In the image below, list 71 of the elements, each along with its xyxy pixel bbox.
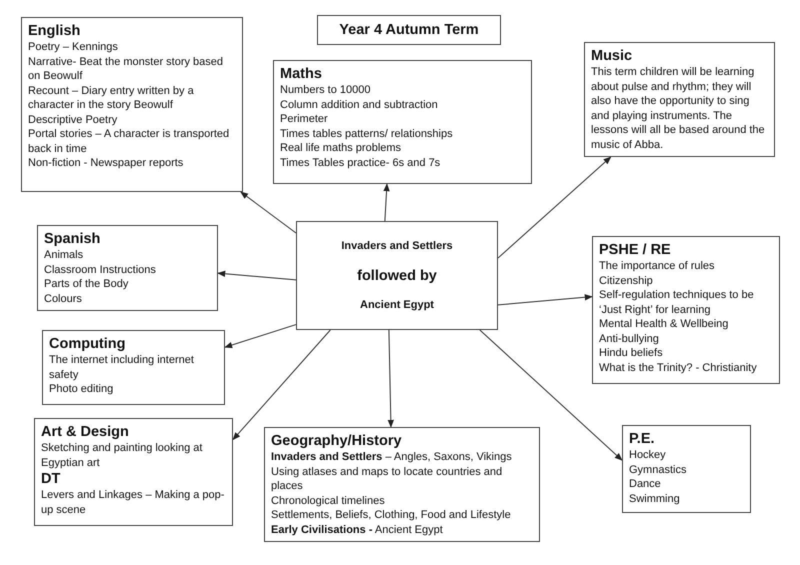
list-item: Photo editing <box>49 382 114 396</box>
list-item: Colours <box>44 292 83 306</box>
list-item: Hindu beliefs <box>599 346 664 360</box>
arrow <box>498 294 593 306</box>
list-item: Invaders and Settlers – Angles, Saxons, Vikings <box>271 450 513 464</box>
list-item: Anti-bullying <box>599 332 660 346</box>
subject-heading: Maths <box>280 65 323 83</box>
list-item: Settlements, Beliefs, Clothing, Food and Lifestyle <box>271 508 512 522</box>
subject-box <box>273 60 532 184</box>
list-item: Sketching and painting looking at Egyptian art <box>41 441 204 470</box>
subject-heading: English <box>28 22 82 40</box>
list-item: Times tables patterns/ relationships <box>280 126 454 141</box>
list-item: Parts of the Body <box>44 277 130 292</box>
arrow <box>240 192 296 234</box>
subject-heading: Spanish <box>44 230 102 248</box>
list-item: Portal stories – A character is transported back in time <box>28 127 230 156</box>
list-item: Descriptive Poetry <box>28 112 118 127</box>
list-item: Narrative- Beat the monster story based on Beowulf <box>28 54 224 84</box>
list-item: What is the Trinity? - Christianity <box>599 360 758 375</box>
list-item: Animals <box>44 248 84 262</box>
list-item: Early Civilisations - Ancient Egypt <box>271 522 444 537</box>
list-item: Times Tables practice- 6s and 7s <box>280 156 442 170</box>
subject-heading: Geography/History <box>271 432 403 450</box>
topic-text: followed by <box>356 266 438 284</box>
list-item: Hockey <box>629 448 667 462</box>
subject-heading: DT <box>41 470 62 488</box>
list-item: Perimeter <box>280 112 329 126</box>
list-item: Swimming <box>629 492 681 506</box>
subject-heading: Computing <box>49 335 127 353</box>
list-item: This term children will be learning about pulse and rhythm; they will also have the opportunity to sing and playing instruments. The lessons will all be based around the music of Abba. <box>591 65 766 152</box>
arrow <box>217 270 296 280</box>
list-item: The importance of rules <box>599 259 716 274</box>
arrow <box>388 330 394 428</box>
subject-heading: Art & Design <box>41 423 130 441</box>
subject-box <box>37 225 218 311</box>
subject-box <box>584 42 775 157</box>
list-item: Column addition and subtraction <box>280 98 439 112</box>
list-item: Mental Health & Wellbeing <box>599 317 730 332</box>
subject-box <box>622 425 751 513</box>
list-item: Non-fiction - Newspaper reports <box>28 156 184 170</box>
list-item: Gymnastics <box>629 462 688 477</box>
list-item: Dance <box>629 477 662 492</box>
subject-box <box>34 418 233 526</box>
subject-heading: Music <box>591 47 634 65</box>
subject-box <box>21 17 243 192</box>
list-item: Levers and Linkages – Making a pop-up scene <box>41 488 226 517</box>
list-item: Chronological timelines <box>271 494 386 508</box>
topic-box <box>296 221 498 330</box>
list-item: Numbers to 10000 <box>280 83 372 98</box>
arrow <box>232 330 331 440</box>
list-item: Citizenship <box>599 274 654 288</box>
arrow <box>224 324 296 348</box>
topic-text: Invaders and Settlers <box>340 239 454 254</box>
list-item: Self-regulation techniques to be ‘Just Right’ for learning <box>599 288 755 317</box>
subject-box <box>592 236 780 384</box>
subject-heading: P.E. <box>629 430 656 448</box>
arrow <box>479 330 623 461</box>
list-item: The internet including internet safety <box>49 353 195 382</box>
subject-box <box>264 427 540 542</box>
subject-heading: PSHE / RE <box>599 241 672 259</box>
list-item: Poetry – Kennings <box>28 40 119 54</box>
title-box <box>317 15 501 45</box>
arrow <box>383 183 390 222</box>
list-item: Classroom Instructions <box>44 262 157 277</box>
list-item: Real life maths problems <box>280 141 402 156</box>
list-item: Recount – Diary entry written by a character in the story Beowulf <box>28 84 195 112</box>
list-item: Using atlases and maps to locate countries and places <box>271 464 504 494</box>
title-text: Year 4 Autumn Term <box>338 21 480 39</box>
subject-box <box>42 330 225 405</box>
topic-text: Ancient Egypt <box>359 298 435 312</box>
arrow <box>498 156 612 259</box>
